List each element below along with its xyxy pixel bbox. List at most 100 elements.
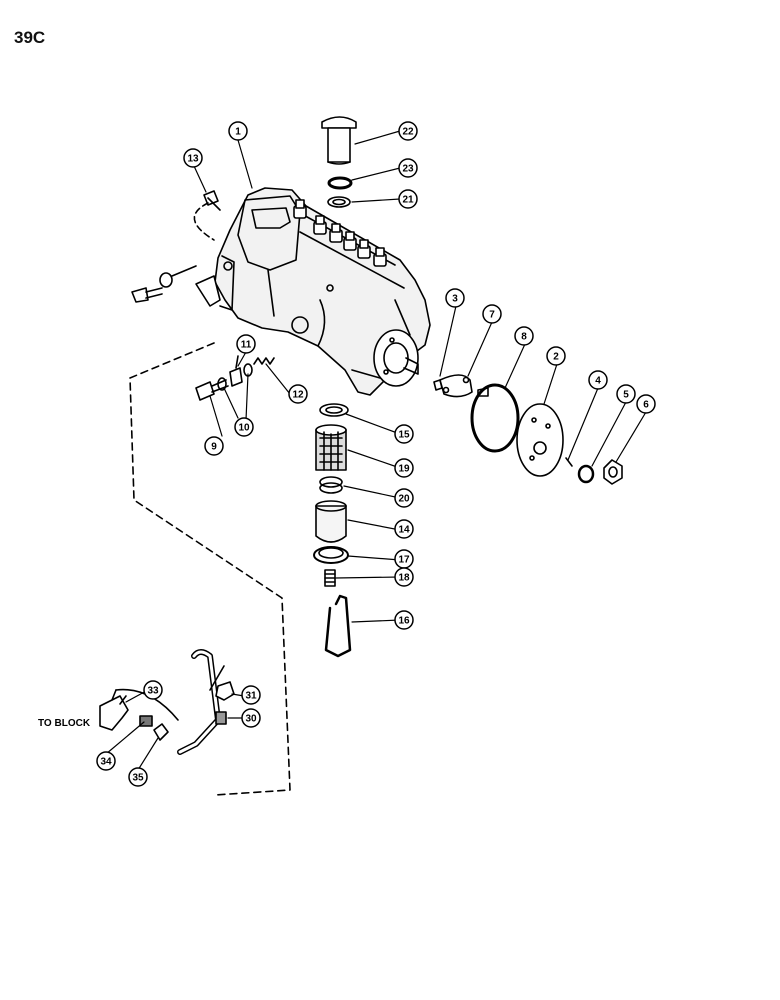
- callout-circle: [183, 148, 203, 168]
- callout-label: 15: [398, 430, 410, 441]
- nut-5: [603, 459, 623, 485]
- nut-34: [139, 715, 153, 727]
- callout-label: 4: [595, 376, 601, 387]
- callout-circle: [636, 394, 656, 414]
- elbow-fitting-33: [99, 689, 129, 731]
- delivery-valve-holders: [293, 199, 387, 267]
- callout-label: 13: [187, 154, 199, 165]
- callout-circle: [394, 519, 414, 539]
- lock-washer-4: [577, 464, 595, 484]
- seal-washer-23: [327, 176, 353, 190]
- callout-9: 9: [204, 436, 224, 456]
- fuel-line-pipe: [177, 649, 225, 755]
- callout-label: 10: [238, 423, 250, 434]
- callout-label: 34: [100, 757, 112, 768]
- callout-circle: [394, 567, 414, 587]
- callout-label: 19: [398, 464, 410, 475]
- spring-12: [253, 357, 275, 365]
- callout-label: 3: [452, 294, 458, 305]
- callout-label: 16: [398, 616, 410, 627]
- clamp-16: [324, 594, 352, 658]
- callout-label: 1: [235, 127, 241, 138]
- callout-18: 18: [394, 567, 414, 587]
- callout-1: 1: [228, 121, 248, 141]
- callout-circle: [482, 304, 502, 324]
- cover-plate-2: [516, 403, 564, 477]
- callout-circle: [394, 488, 414, 508]
- callout-label: 18: [398, 573, 410, 584]
- callout-circle: [546, 346, 566, 366]
- callout-22: 22: [398, 121, 418, 141]
- callout-label: 22: [402, 127, 414, 138]
- callout-leaders: [105, 130, 647, 771]
- callout-circle: [143, 680, 163, 700]
- page-number-label: 39C: [14, 28, 46, 47]
- callout-20: 20: [394, 488, 414, 508]
- callout-circle: [616, 384, 636, 404]
- pump-drive-flange: [373, 329, 419, 387]
- fuel-line-dashed-routing: [129, 342, 291, 796]
- callout-13: 13: [183, 148, 203, 168]
- callout-circle: [128, 767, 148, 787]
- callout-16: 16: [394, 610, 414, 630]
- callout-10: 10: [234, 417, 254, 437]
- callout-label: 20: [398, 494, 410, 505]
- callout-label: 33: [147, 686, 159, 697]
- callout-33: 33: [143, 680, 163, 700]
- callout-circle: [204, 436, 224, 456]
- callout-23: 23: [398, 158, 418, 178]
- callout-circle: [288, 384, 308, 404]
- callout-markers: 1234567891011121314151617181920212223303…: [96, 121, 656, 787]
- callout-19: 19: [394, 458, 414, 478]
- callout-label: 31: [245, 691, 257, 702]
- callout-circle: [588, 370, 608, 390]
- banjo-fitting-11: [229, 355, 243, 387]
- callout-circle: [398, 158, 418, 178]
- gasket-15: [319, 403, 349, 417]
- lever-bolt-and-washer: [131, 265, 197, 303]
- callout-8: 8: [514, 326, 534, 346]
- callout-circle: [394, 458, 414, 478]
- callout-4: 4: [588, 370, 608, 390]
- callout-12: 12: [288, 384, 308, 404]
- callout-circle: [234, 417, 254, 437]
- callout-label: 35: [132, 773, 144, 784]
- spring-20: [319, 476, 343, 494]
- callout-15: 15: [394, 424, 414, 444]
- callout-7: 7: [482, 304, 502, 324]
- callout-circle: [394, 610, 414, 630]
- callout-31: 31: [241, 685, 261, 705]
- callout-label: 21: [402, 195, 414, 206]
- callout-circle: [398, 121, 418, 141]
- callout-circle: [241, 708, 261, 728]
- injection-pump-body: [214, 187, 431, 396]
- callout-circle: [236, 334, 256, 354]
- callout-label: 30: [245, 714, 257, 725]
- callout-5: 5: [616, 384, 636, 404]
- callout-17: 17: [394, 549, 414, 569]
- filter-element-19: [315, 424, 347, 471]
- callout-label: 6: [643, 400, 649, 411]
- callout-circle: [228, 121, 248, 141]
- callout-14: 14: [394, 519, 414, 539]
- callout-circle: [398, 189, 418, 209]
- callout-35: 35: [128, 767, 148, 787]
- to-block-note: TO BLOCK: [38, 718, 91, 729]
- bolt-13-part: [203, 190, 221, 211]
- priming-plunger: [321, 116, 357, 165]
- screw-18: [324, 569, 336, 587]
- callout-label: 23: [402, 164, 414, 175]
- throttle-lever: [195, 255, 235, 311]
- callout-11: 11: [236, 334, 256, 354]
- bowl-nut-17: [313, 546, 349, 564]
- callout-21: 21: [398, 189, 418, 209]
- callout-circle: [514, 326, 534, 346]
- callout-label: 9: [211, 442, 217, 453]
- washer-21: [327, 196, 351, 208]
- callout-label: 8: [521, 332, 527, 343]
- o-ring-8: [470, 383, 520, 453]
- nut-31: [215, 681, 235, 701]
- callout-label: 11: [241, 340, 252, 351]
- callout-circle: [445, 288, 465, 308]
